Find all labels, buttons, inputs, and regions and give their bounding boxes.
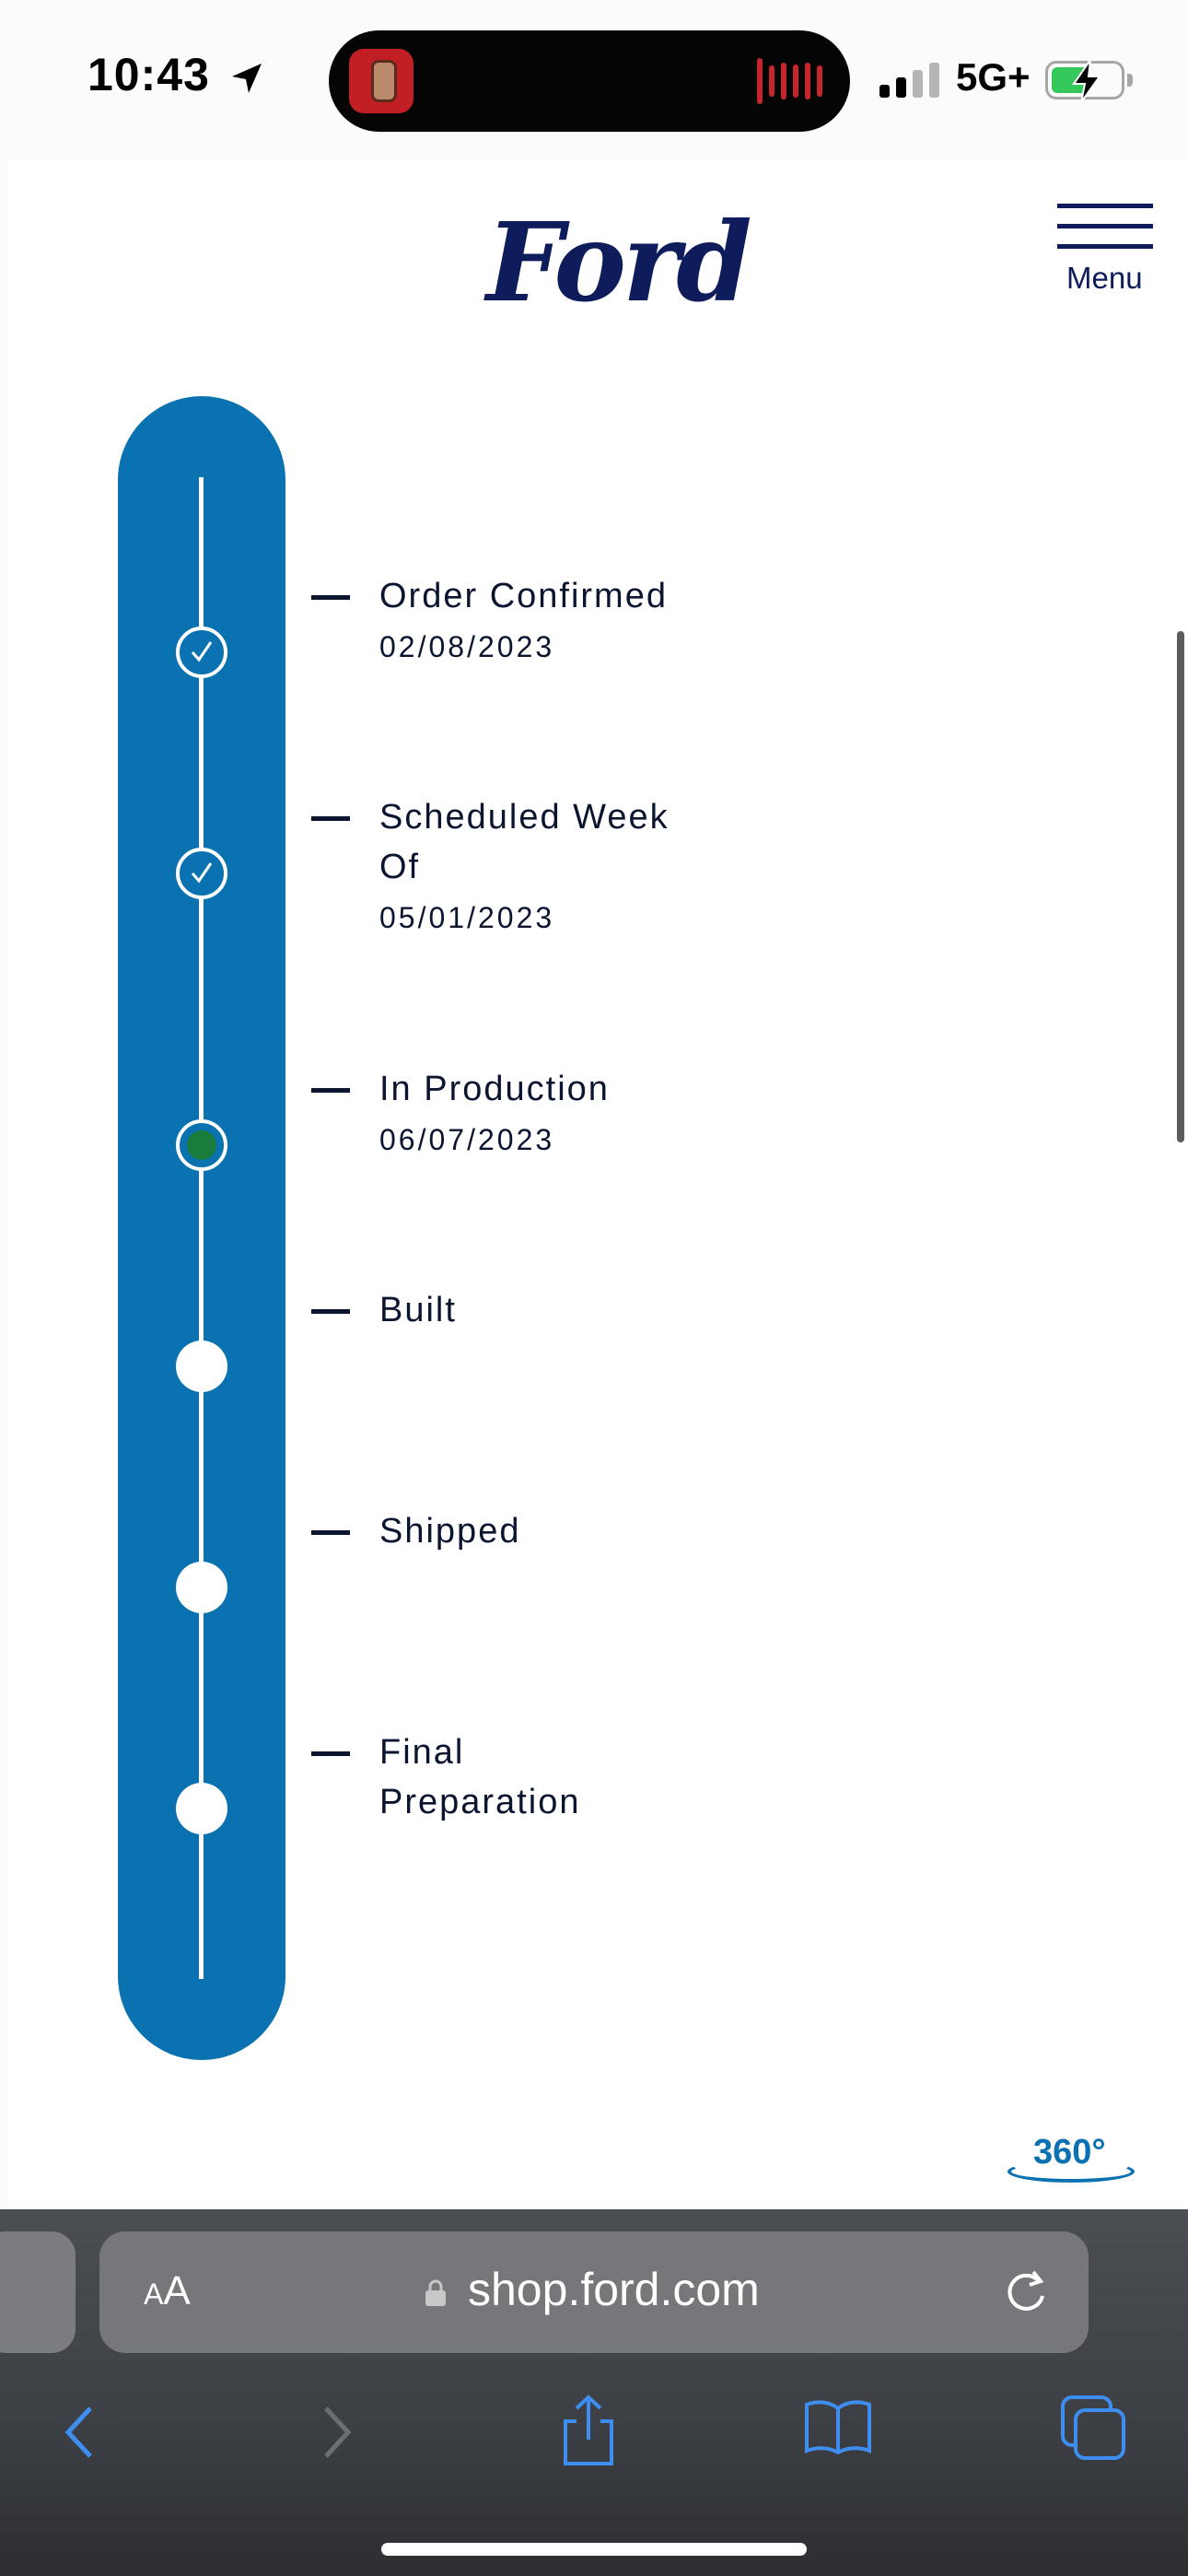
share-icon[interactable] bbox=[556, 2394, 621, 2467]
step-node-scheduled bbox=[176, 848, 227, 899]
step-dash bbox=[311, 816, 350, 821]
step-node-shipped bbox=[176, 1562, 227, 1613]
step-date: 02/08/2023 bbox=[379, 630, 555, 663]
step-date: 05/01/2023 bbox=[379, 901, 555, 934]
menu-button[interactable]: Menu bbox=[1054, 191, 1155, 295]
reload-icon[interactable] bbox=[1002, 2266, 1052, 2318]
step-date: 06/07/2023 bbox=[379, 1123, 555, 1156]
view-360-button[interactable]: 360° bbox=[1004, 2133, 1142, 2190]
step-node-built bbox=[176, 1341, 227, 1392]
order-progress-track bbox=[118, 396, 285, 2060]
step-label: In Production bbox=[379, 1070, 610, 1108]
forward-icon[interactable] bbox=[319, 2403, 355, 2462]
ford-logo[interactable]: Ford bbox=[486, 198, 752, 326]
tabs-icon[interactable] bbox=[1059, 2394, 1127, 2462]
back-icon[interactable] bbox=[61, 2403, 98, 2462]
location-arrow-icon bbox=[232, 64, 262, 93]
dynamic-island[interactable] bbox=[329, 30, 850, 132]
step-node-order-confirmed bbox=[176, 626, 227, 678]
step-label: Order Confirmed bbox=[379, 577, 668, 615]
step-dash bbox=[311, 595, 350, 600]
battery-charging-icon bbox=[1045, 59, 1133, 103]
step-node-final-preparation bbox=[176, 1783, 227, 1834]
url-text: shop.ford.com bbox=[468, 2264, 760, 2315]
browser-nav-row bbox=[0, 2384, 1188, 2486]
status-time: 10:43 bbox=[87, 49, 210, 100]
network-type: 5G+ bbox=[956, 55, 1031, 99]
browser-toolbar: AA shop.ford.com bbox=[0, 2209, 1188, 2576]
step-dash bbox=[311, 1309, 350, 1314]
bookmarks-icon[interactable] bbox=[803, 2397, 873, 2456]
step-dash bbox=[311, 1088, 350, 1093]
page-scrollbar[interactable] bbox=[1177, 631, 1184, 1142]
menu-label: Menu bbox=[1066, 261, 1143, 295]
address-bar[interactable]: AA shop.ford.com bbox=[99, 2231, 1089, 2353]
step-label: Built bbox=[379, 1291, 457, 1329]
rotate-360-icon bbox=[1007, 2160, 1135, 2183]
step-label: Final Preparation bbox=[379, 1733, 581, 1821]
step-node-in-production bbox=[176, 1119, 227, 1171]
lock-icon bbox=[425, 2279, 446, 2306]
text-size-button[interactable]: AA bbox=[144, 2268, 191, 2313]
status-bar: 10:43 5G+ bbox=[0, 0, 1188, 161]
audio-waveform-icon bbox=[757, 58, 822, 104]
active-dot-icon bbox=[187, 1130, 216, 1160]
cellular-signal-icon bbox=[879, 63, 939, 98]
progress-line bbox=[199, 477, 204, 1979]
previous-tab-preview[interactable] bbox=[0, 2231, 76, 2353]
live-activity-app-icon[interactable] bbox=[349, 49, 413, 113]
checkmark-icon bbox=[191, 641, 213, 662]
step-dash bbox=[311, 1530, 350, 1535]
step-dash bbox=[311, 1751, 350, 1756]
step-label: Shipped bbox=[379, 1512, 521, 1551]
home-indicator[interactable] bbox=[381, 2543, 807, 2556]
checkmark-icon bbox=[191, 862, 213, 884]
step-label: Scheduled Week Of bbox=[379, 798, 670, 886]
